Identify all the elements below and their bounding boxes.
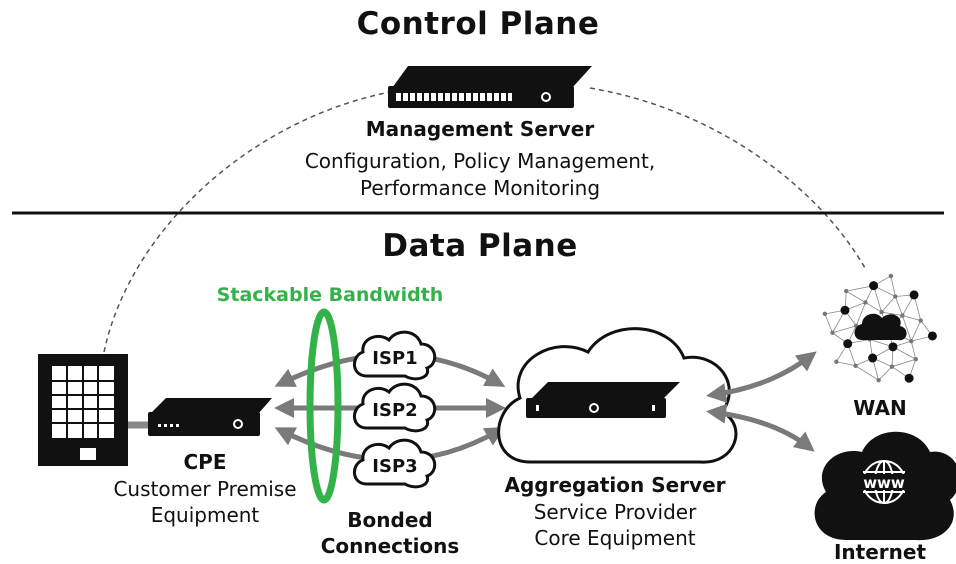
- wan-label: WAN: [853, 396, 907, 420]
- aggregation-server-title: Aggregation Server: [504, 473, 726, 497]
- internet-label: Internet: [833, 540, 927, 564]
- cpe-title: CPE: [183, 450, 227, 474]
- management-server-title: Management Server: [365, 117, 595, 141]
- internet-www-text: www: [863, 474, 905, 492]
- management-server-icon: [388, 66, 592, 108]
- wan-icon: [818, 268, 942, 392]
- control-link-right: [589, 87, 866, 269]
- aggregation-server-icon: [526, 382, 680, 418]
- isp-cloud-2: ISP2: [353, 382, 437, 433]
- aggregation-server-line1: Service Provider: [533, 500, 697, 524]
- isp-cloud-1: ISP1: [353, 330, 437, 381]
- management-server-line1: Configuration, Policy Management,: [304, 149, 656, 173]
- building-icon: [38, 354, 128, 466]
- isp-label-1: ISP1: [372, 348, 417, 369]
- aggregation-server-line2: Core Equipment: [534, 526, 696, 550]
- control-plane-title: Control Plane: [356, 6, 600, 42]
- isp-label-2: ISP2: [372, 400, 417, 421]
- wan-arrow: [706, 351, 817, 403]
- isp-label-3: ISP3: [372, 456, 417, 477]
- bonded-label-line2: Connections: [320, 534, 460, 558]
- stackable-bandwidth-label: Stackable Bandwidth: [216, 284, 444, 306]
- cpe-device-icon: [148, 398, 272, 436]
- cpe-line1: Customer Premise: [113, 477, 297, 501]
- data-plane-title: Data Plane: [382, 228, 578, 264]
- bonded-label-line1: Bonded: [347, 508, 433, 532]
- stackable-bandwidth-ring: [306, 308, 342, 504]
- cpe-line2: Equipment: [150, 503, 260, 527]
- management-server-line2: Performance Monitoring: [359, 176, 601, 200]
- isp-cloud-3: ISP3: [353, 438, 437, 489]
- internet-arrow: [706, 403, 815, 452]
